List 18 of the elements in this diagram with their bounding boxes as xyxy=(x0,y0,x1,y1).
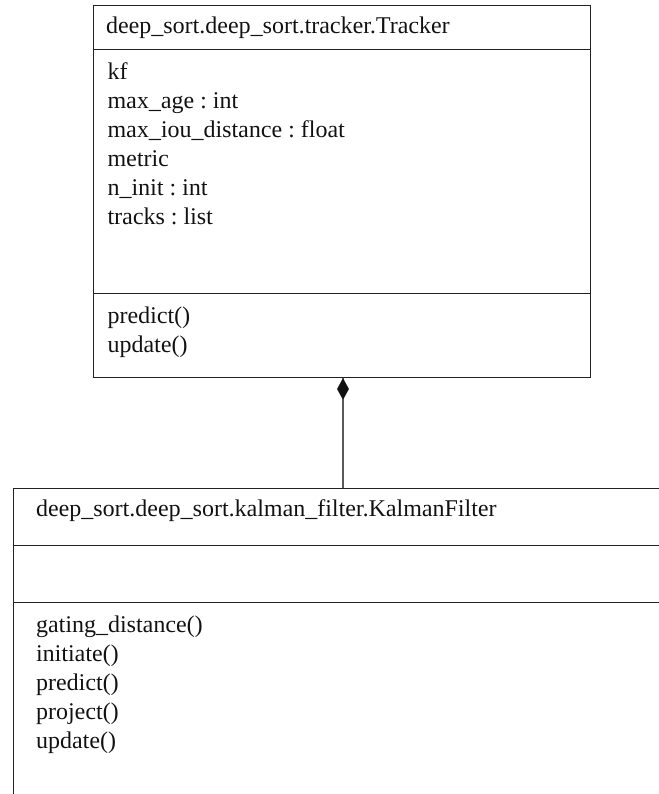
composition-line xyxy=(337,378,349,488)
method-text: gating_distance() xyxy=(36,610,203,640)
method-text: project() xyxy=(36,698,119,726)
method-text: update() xyxy=(108,330,188,360)
method-text: predict() xyxy=(36,668,119,698)
class-name: deep_sort.deep_sort.tracker.Tracker xyxy=(106,12,450,41)
method-text: predict() xyxy=(108,302,190,330)
attribute-text: kf xyxy=(108,58,128,86)
class-box xyxy=(13,488,659,794)
attribute-text: n_init : int xyxy=(108,174,208,202)
method-text: initiate() xyxy=(36,640,119,668)
attribute-text: max_iou_distance : float xyxy=(108,116,345,144)
method-text: update() xyxy=(36,726,116,756)
attribute-text: tracks : list xyxy=(108,202,213,232)
class-name: deep_sort.deep_sort.kalman_filter.KalmanFilter xyxy=(36,495,497,524)
class-box xyxy=(93,5,591,378)
attribute-text: max_age : int xyxy=(108,86,238,116)
attribute-text: metric xyxy=(108,144,169,174)
